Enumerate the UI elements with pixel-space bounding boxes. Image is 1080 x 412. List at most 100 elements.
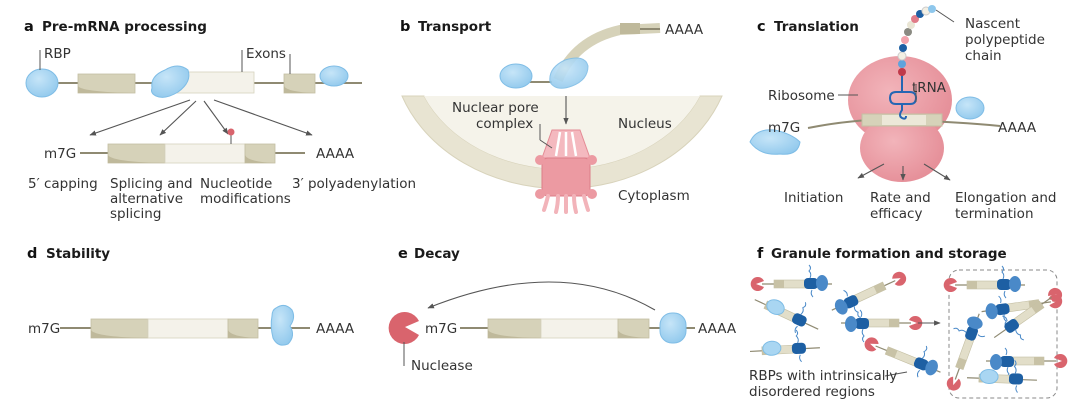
idr-rbp bbox=[792, 313, 807, 327]
cap-label: m7G bbox=[44, 146, 76, 162]
cap-icon bbox=[1054, 354, 1068, 368]
rnp-complex bbox=[754, 299, 819, 334]
panel-letter: e bbox=[398, 246, 408, 262]
rbp-blob bbox=[979, 368, 999, 384]
idr-rbp bbox=[997, 279, 1011, 290]
svg-text:complex: complex bbox=[476, 116, 533, 132]
ribosome-label: Ribosome bbox=[768, 88, 835, 104]
cap-icon bbox=[864, 337, 879, 352]
panel-c: c Translation m7G AAAA tRNA bbox=[749, 5, 1057, 222]
idr-rbp bbox=[1000, 356, 1014, 367]
panel-title: Stability bbox=[46, 246, 110, 262]
arrow bbox=[857, 163, 885, 179]
exons-label: Exons bbox=[246, 46, 286, 62]
svg-text:polypeptide: polypeptide bbox=[965, 32, 1045, 48]
rnp-complex bbox=[966, 360, 1037, 393]
rbp-label: RBP bbox=[44, 46, 71, 62]
nuclear-pore-complex bbox=[535, 129, 597, 214]
rbp-blob bbox=[25, 68, 59, 98]
outcome-polyadenylation: 3′ polyadenylation bbox=[292, 176, 416, 192]
arrow bbox=[923, 163, 951, 181]
nuclease-icon bbox=[388, 312, 419, 345]
panel-title: Pre-mRNA processing bbox=[42, 19, 207, 35]
tail-label: AAAA bbox=[316, 146, 355, 162]
idr-label: RBPs with intrinsically bbox=[749, 368, 897, 384]
idr-rbp bbox=[843, 295, 859, 309]
tail-label: AAAA bbox=[316, 321, 355, 337]
rbp-blob bbox=[549, 57, 589, 89]
panel-e: e Decay Nuclease m7G AAAA bbox=[388, 246, 737, 374]
idr-rbp bbox=[855, 318, 869, 329]
granule-rnp-complexes bbox=[943, 265, 1068, 393]
cap-icon bbox=[1048, 287, 1063, 302]
outcome-initiation: Initiation bbox=[784, 190, 843, 206]
rnp-complex bbox=[993, 287, 1063, 341]
rnp-complex bbox=[946, 313, 986, 391]
chain-label: Nascent bbox=[965, 16, 1020, 32]
panel-d: d Stability m7G AAAA bbox=[27, 246, 355, 346]
arrow bbox=[213, 99, 313, 136]
cap-icon bbox=[750, 277, 764, 291]
rbp-blob bbox=[766, 299, 785, 316]
cap-icon bbox=[943, 278, 957, 292]
decay-arrow bbox=[427, 281, 656, 311]
svg-text:chain: chain bbox=[965, 48, 1002, 64]
rnp-complex bbox=[943, 265, 1025, 299]
rbp-blob bbox=[1009, 276, 1021, 292]
idr-rbp bbox=[1008, 373, 1024, 385]
svg-text:termination: termination bbox=[955, 206, 1034, 222]
rbp-blob bbox=[151, 65, 190, 98]
tail-label: AAAA bbox=[998, 120, 1037, 136]
panel-letter: f bbox=[757, 246, 764, 262]
trna-icon bbox=[888, 74, 918, 120]
cap-icon bbox=[909, 316, 923, 330]
arrow bbox=[159, 100, 197, 136]
panel-f: f Granule formation and storage RBPs wit… bbox=[749, 246, 1068, 400]
cap-label: m7G bbox=[768, 120, 800, 136]
pore-label: Nuclear pore bbox=[452, 100, 539, 116]
rnp-complex bbox=[831, 271, 907, 319]
panel-letter: a bbox=[24, 19, 34, 35]
svg-text:splicing: splicing bbox=[110, 206, 161, 222]
rbp-blob bbox=[985, 303, 998, 320]
rbp-blob bbox=[270, 304, 295, 346]
rbp-blob bbox=[955, 96, 985, 120]
rbp-blob bbox=[990, 354, 1002, 370]
panel-title: Decay bbox=[414, 246, 460, 262]
nucleus-label: Nucleus bbox=[618, 116, 672, 132]
cap-label: m7G bbox=[425, 321, 457, 337]
panel-title: Granule formation and storage bbox=[771, 246, 1007, 262]
cap-icon bbox=[946, 376, 961, 391]
idr-rbp bbox=[965, 325, 978, 341]
rbp-blob bbox=[319, 65, 349, 87]
rbp-blob bbox=[659, 312, 687, 344]
outcome-modifications: Nucleotide bbox=[200, 176, 272, 192]
cap-icon bbox=[892, 271, 907, 286]
trna-label: tRNA bbox=[912, 80, 947, 96]
rbp-blob bbox=[499, 63, 533, 89]
rbp-blob bbox=[967, 316, 983, 330]
rnp-complex bbox=[986, 347, 1068, 381]
panel-letter: d bbox=[27, 246, 37, 262]
polypeptide-chain bbox=[897, 5, 936, 76]
cytoplasm-label: Cytoplasm bbox=[618, 188, 690, 204]
rnp-complex bbox=[864, 337, 941, 378]
panel-a: a Pre-mRNA processing RBP Exons m7G AAAA bbox=[24, 19, 416, 222]
rbp-blob bbox=[749, 129, 801, 155]
nuclease-label: Nuclease bbox=[411, 358, 473, 374]
panel-title: Translation bbox=[774, 19, 859, 35]
rbp-blob bbox=[845, 316, 857, 332]
cap-label: m7G bbox=[28, 321, 60, 337]
panel-b: b Transport AAAA Nuclear pore bbox=[400, 19, 723, 214]
panel-title: Transport bbox=[418, 19, 492, 35]
outcome-splicing: Splicing and bbox=[110, 176, 193, 192]
rnp-complex bbox=[749, 329, 820, 363]
tail-label: AAAA bbox=[698, 321, 737, 337]
outcome-rate: Rate and bbox=[870, 190, 931, 206]
outcome-capping: 5′ capping bbox=[28, 176, 98, 192]
rnp-complex bbox=[841, 309, 923, 343]
idr-rbp bbox=[804, 278, 818, 289]
rnp-complex bbox=[750, 264, 832, 298]
idr-rbp bbox=[913, 357, 929, 371]
arrow bbox=[89, 99, 191, 136]
